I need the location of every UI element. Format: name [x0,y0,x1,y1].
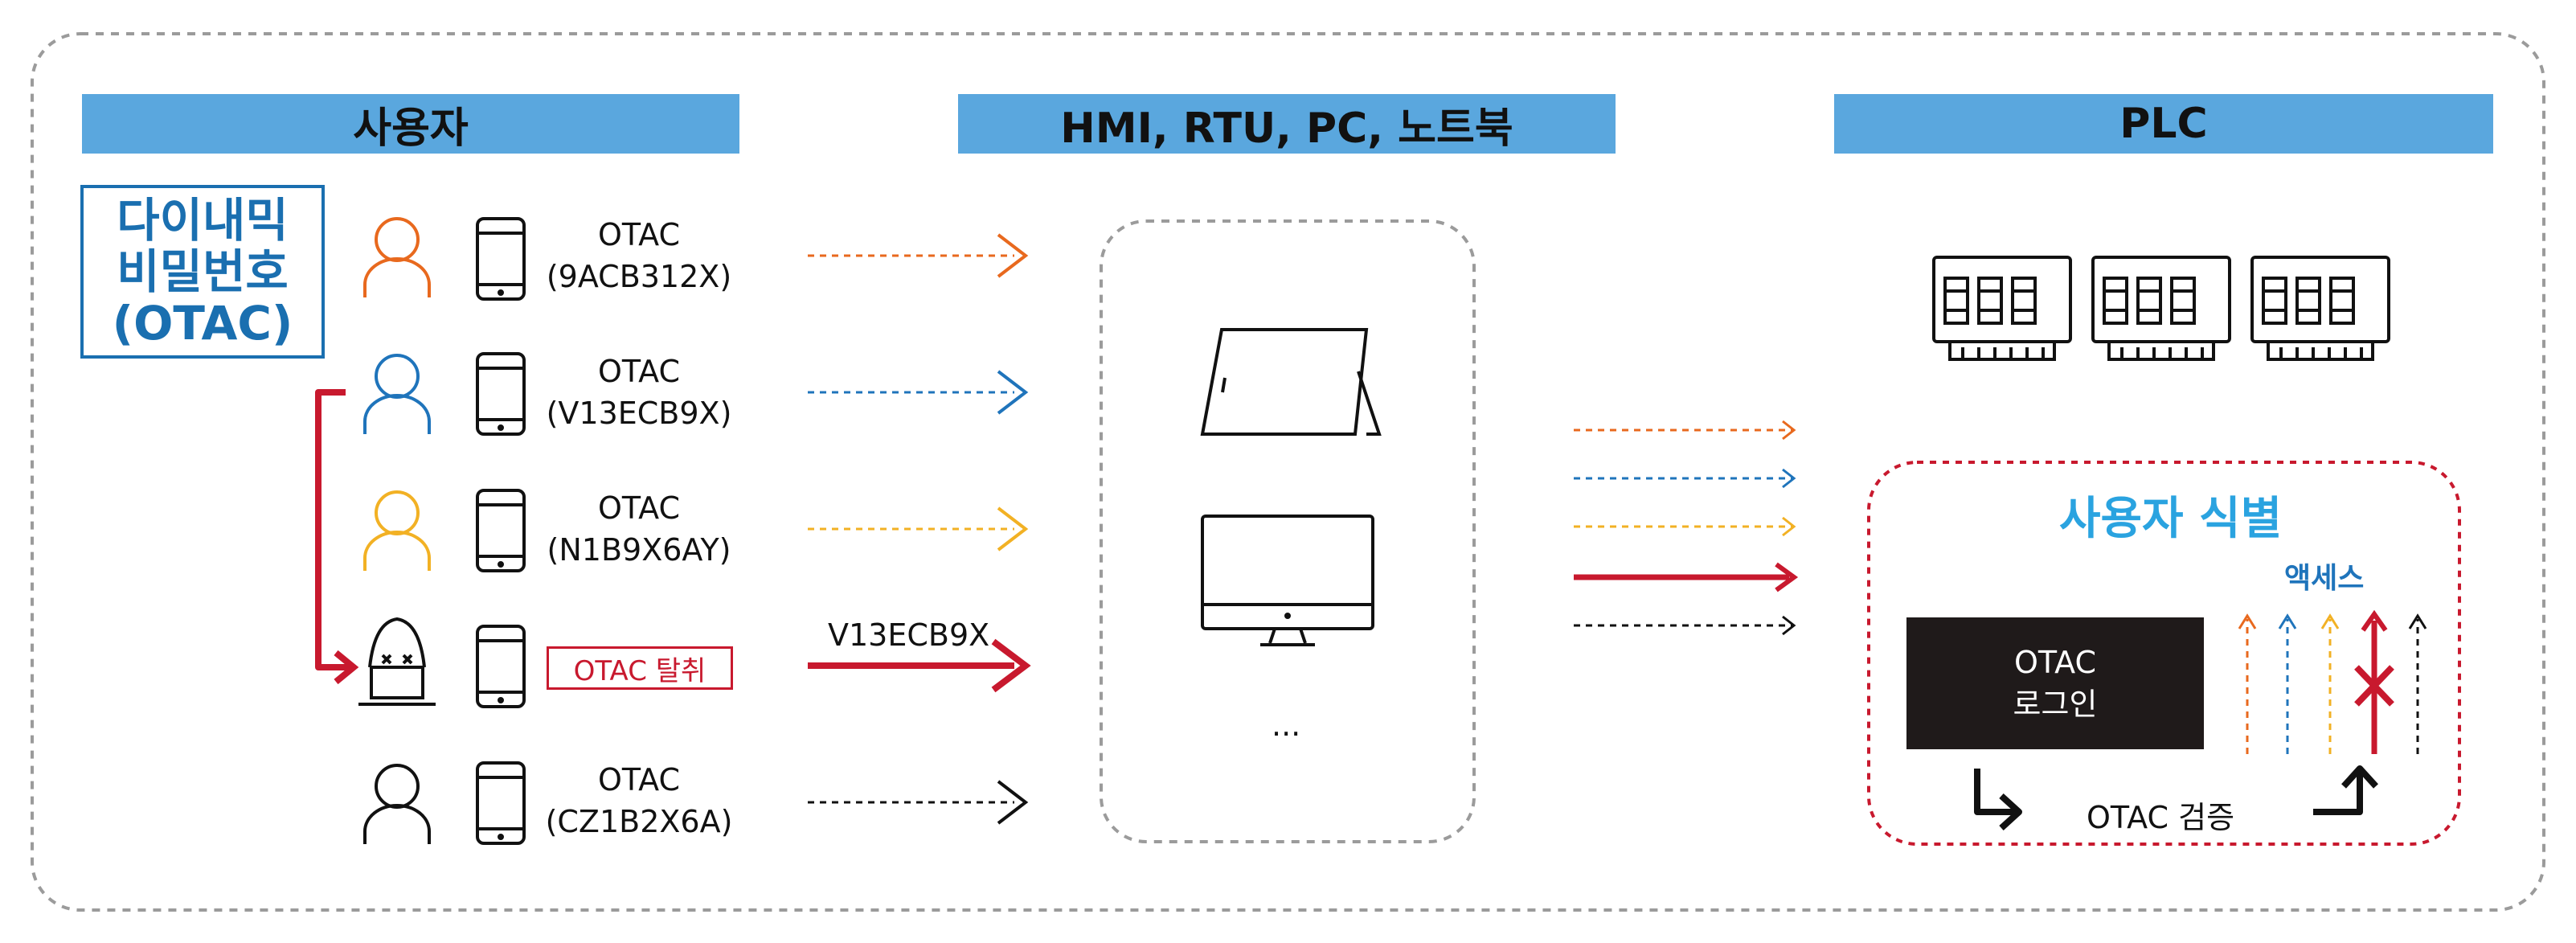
more-devices-ellipsis: ... [1272,707,1301,743]
otac-label: OTAC [597,217,681,252]
otac-title-line: 다이내믹 [117,193,289,248]
hacker-icon [358,617,436,706]
otac-code-user-2: OTAC (V13ECB9X) [518,351,760,434]
identify-frame [1867,461,2461,846]
otac-theft-label: OTAC 탈취 [547,646,733,690]
otac-value: (CZ1B2X6A) [545,804,733,839]
stolen-code-label: V13ECB9X [828,617,990,653]
otac-label: OTAC [597,354,681,389]
otac-login-box: OTAC 로그인 [1906,617,2204,749]
phone-icon [476,217,526,845]
device-to-plc-arrows [1574,420,1799,636]
access-arrows [2238,609,2427,754]
otac-title-box: 다이내믹 비밀번호 (OTAC) [80,185,325,359]
stolen-otac-bracket-arrow [315,389,350,670]
otac-code-user-5: OTAC (CZ1B2X6A) [518,759,760,843]
header-plc: PLC [1834,94,2493,154]
person-icon [363,217,431,844]
otac-value: (V13ECB9X) [546,396,732,431]
monitor-icon [1201,515,1374,646]
access-label: 액세스 [2284,562,2365,595]
login-line: 로그인 [2013,687,2098,722]
otac-value: (9ACB312X) [546,259,732,294]
verify-arrows [1974,765,2378,830]
header-devices: HMI, RTU, PC, 노트북 [958,94,1616,154]
otac-verify-label: OTAC 검증 [2087,800,2235,835]
blocked-x-icon [2354,665,2394,707]
login-line: OTAC [2013,645,2097,680]
otac-code-user-1: OTAC (9ACB312X) [518,214,760,297]
otac-label: OTAC [597,762,681,797]
otac-code-user-3: OTAC (N1B9X6AY) [518,487,760,571]
identify-title: 사용자 식별 [2059,493,2283,545]
outer-frame [31,32,2545,912]
header-users: 사용자 [82,94,739,154]
otac-label: OTAC [597,490,681,526]
plc-module-icon [1932,256,2390,361]
user-to-device-arrows [808,233,1031,825]
otac-value: (N1B9X6AY) [547,532,731,568]
device-group-frame [1100,219,1476,843]
otac-title-line: 비밀번호 [117,244,289,299]
otac-title-line: (OTAC) [112,296,293,351]
tablet-icon [1200,328,1382,436]
